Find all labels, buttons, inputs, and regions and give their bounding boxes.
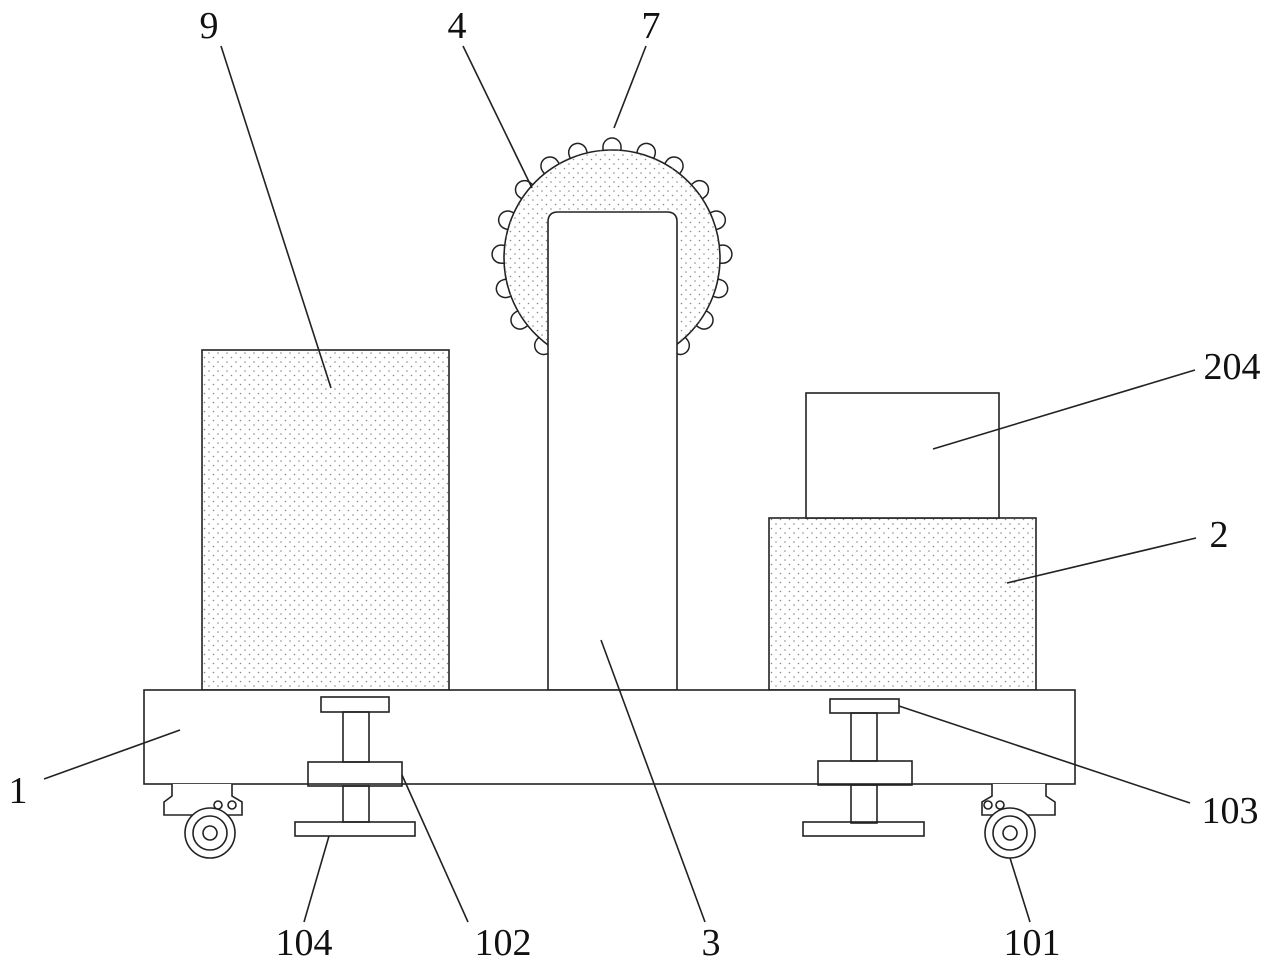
label-3: 3	[702, 922, 721, 964]
leader-3	[600, 639, 706, 923]
label-101: 101	[1004, 922, 1061, 964]
leader-104	[303, 835, 330, 923]
left-jack-cap	[320, 696, 390, 713]
label-204: 204	[1204, 346, 1261, 388]
label-103: 103	[1202, 790, 1259, 832]
right-jack-cap-103	[829, 698, 900, 714]
reference-numerals: 9 4 7 204 2 1 103 104 102 3 101	[9, 5, 1261, 964]
label-9: 9	[200, 5, 219, 47]
right-leveling-jack	[802, 698, 925, 837]
leader-101	[1009, 857, 1031, 923]
label-4: 4	[448, 5, 467, 47]
leader-204	[932, 369, 1196, 450]
left-block-9	[201, 349, 450, 691]
column-3	[547, 211, 678, 691]
right-caster-wheel-101	[981, 784, 1056, 859]
label-2: 2	[1210, 514, 1229, 556]
label-7: 7	[642, 5, 661, 47]
leader-2	[1006, 537, 1197, 584]
left-leveling-jack	[294, 696, 416, 837]
left-screw-lower	[342, 785, 370, 823]
label-1: 1	[9, 770, 28, 812]
label-102: 102	[475, 922, 532, 964]
leader-7	[613, 45, 647, 129]
leader-103	[898, 705, 1191, 804]
right-screw-lower	[850, 784, 878, 824]
leader-lines	[43, 45, 1197, 923]
leader-4	[462, 45, 533, 189]
label-104: 104	[276, 922, 333, 964]
left-caster-wheel	[163, 784, 243, 859]
left-foot-pad-104	[294, 821, 416, 837]
right-block-2	[768, 517, 1037, 691]
right-foot-pad	[802, 821, 925, 837]
base-plate-1	[143, 689, 1076, 785]
leader-102	[401, 774, 469, 923]
top-box-204	[805, 392, 1000, 519]
leader-1	[43, 729, 181, 780]
leader-9	[220, 45, 332, 389]
